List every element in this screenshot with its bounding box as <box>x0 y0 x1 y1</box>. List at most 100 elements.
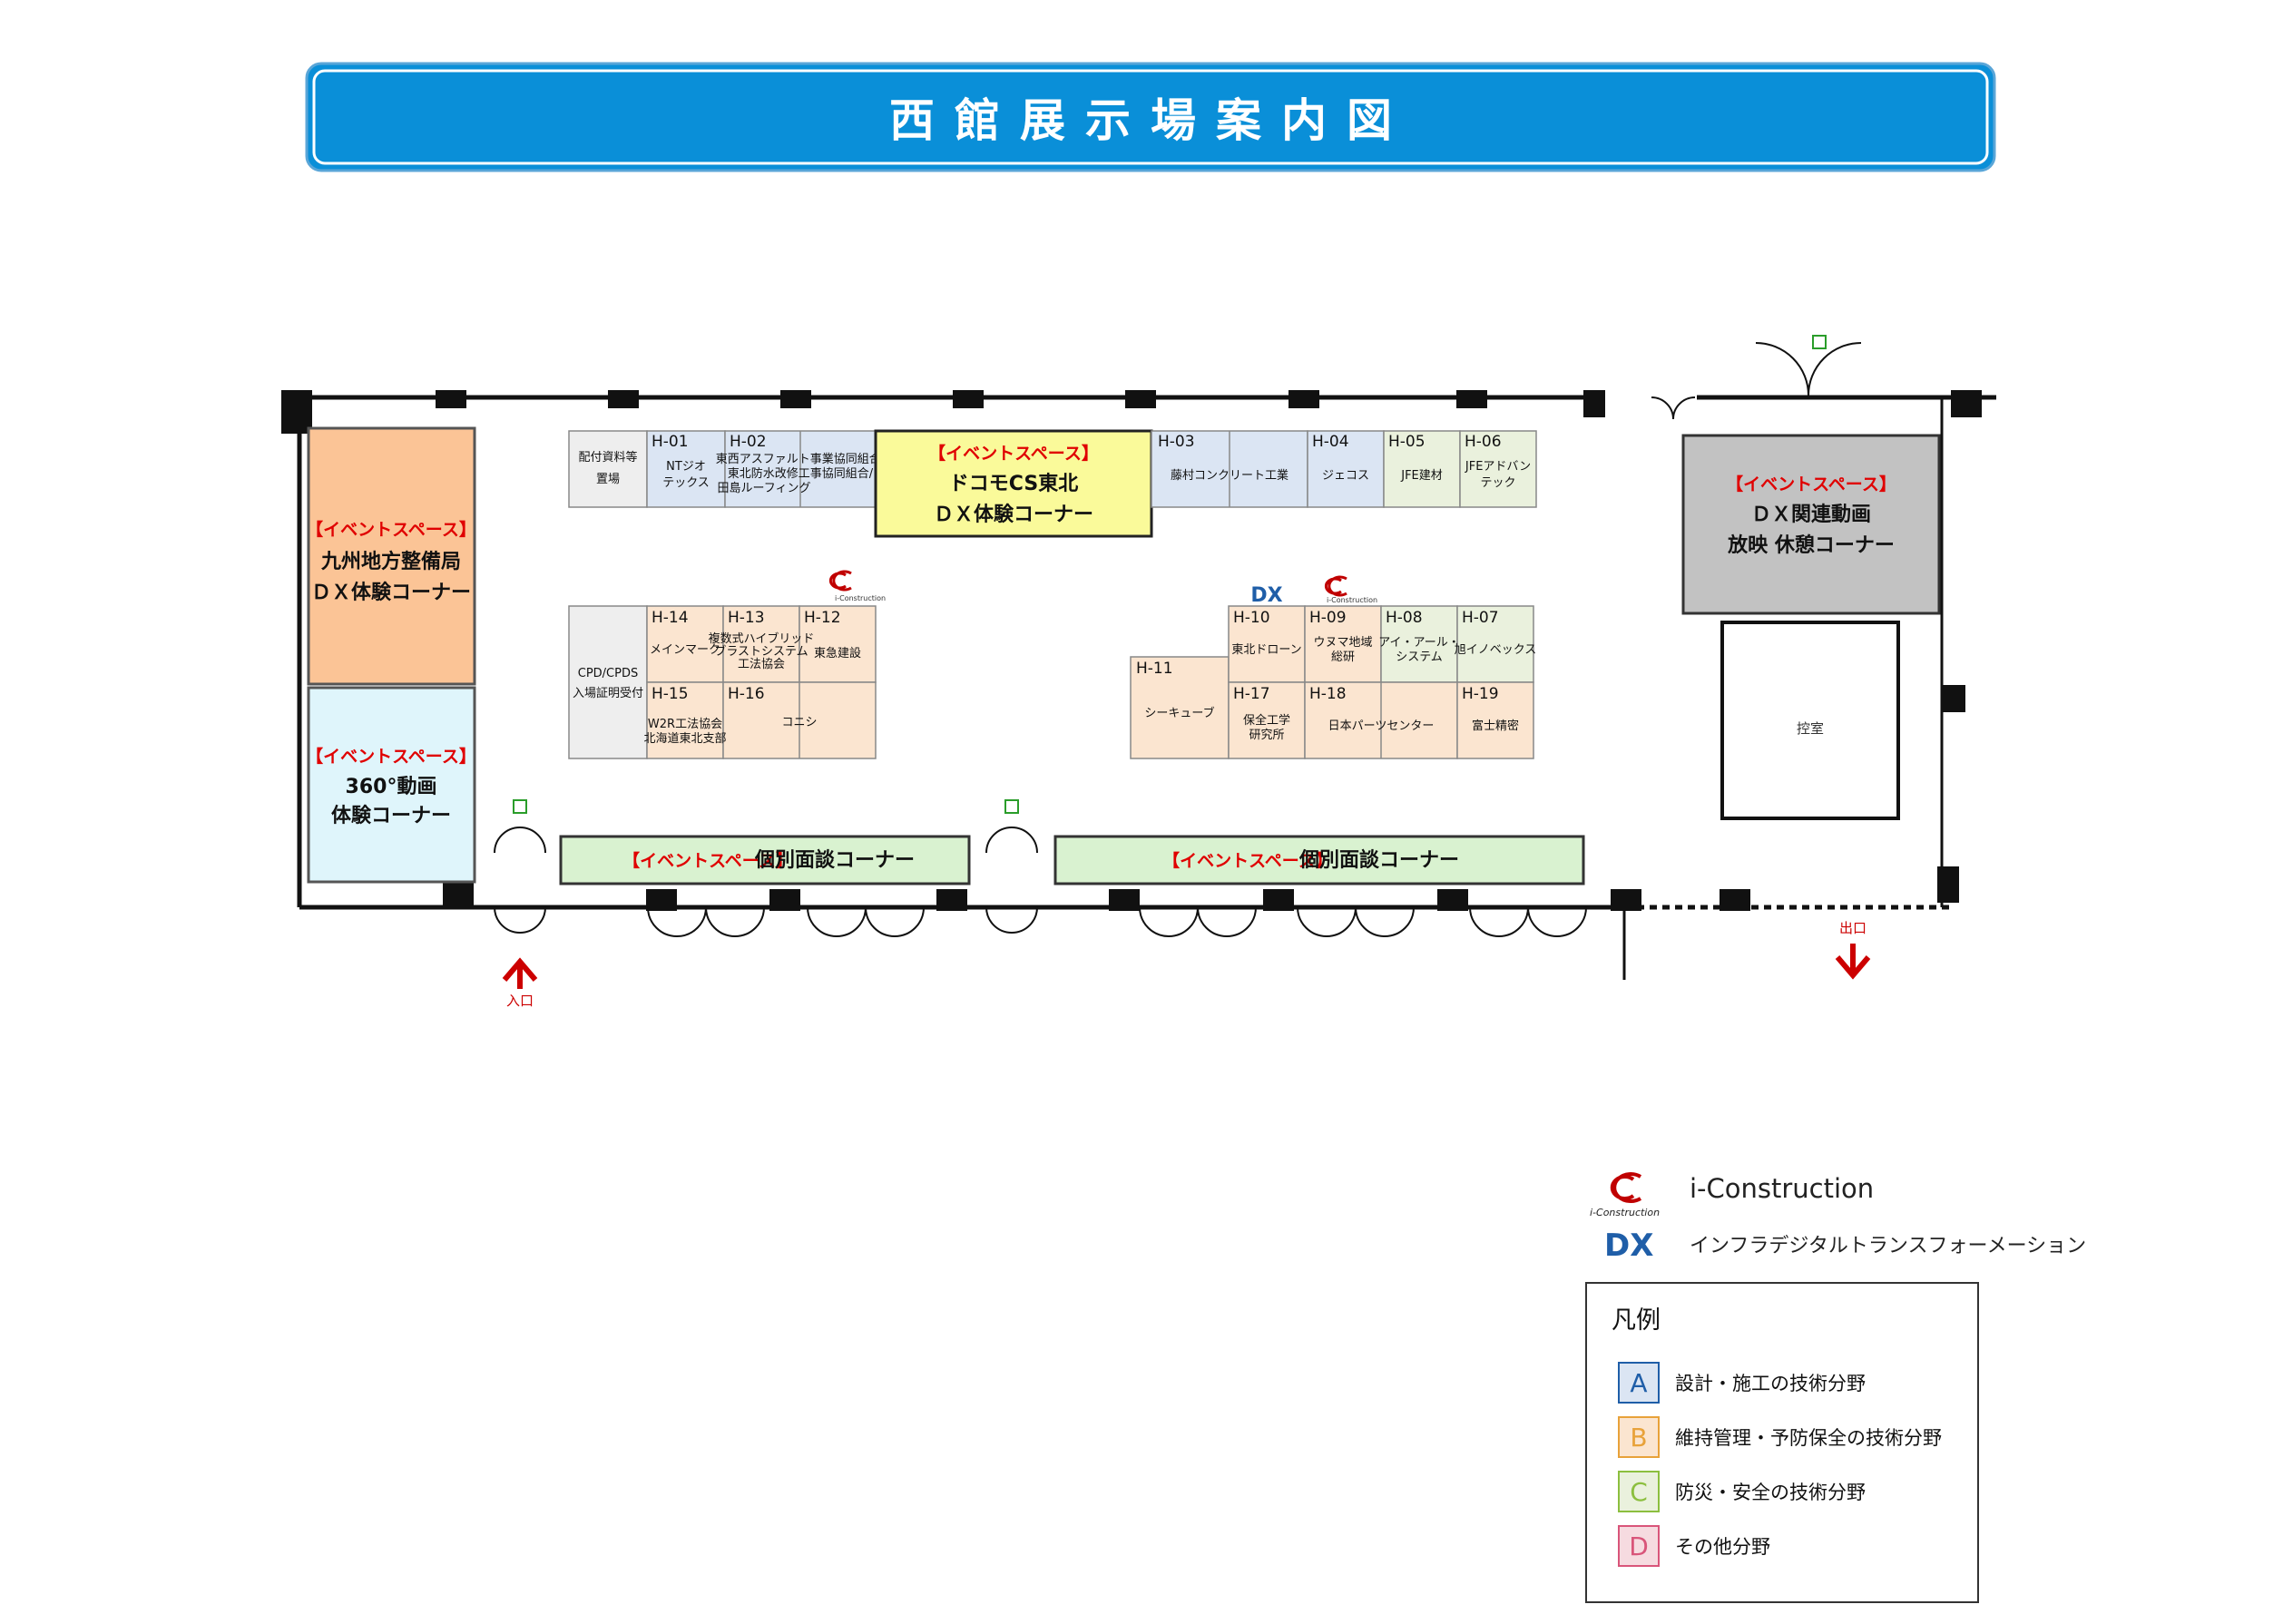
iconstruction-logo-icon <box>1610 1172 1642 1203</box>
iconstruction-mark-right: i-Construction <box>1324 575 1377 604</box>
legend-label-c: 防災・安全の技術分野 <box>1675 1482 1866 1503</box>
booth-20-name: 富士精密 <box>1472 719 1519 733</box>
booth-17-name: 旭イノベックス <box>1455 643 1537 657</box>
key-dx-mark: DX <box>1604 1228 1653 1264</box>
booth-18-name-1: 保全工学 <box>1243 713 1290 728</box>
booth-2-id: H-02 <box>730 433 767 451</box>
event-kyushu-tag: 【イベントスペース】 <box>306 519 476 540</box>
booth-17 <box>1456 605 1534 683</box>
booth-16-name-2: システム <box>1396 651 1443 664</box>
event-dxvideo-tag: 【イベントスペース】 <box>1726 474 1896 494</box>
booth-8-id: H-14 <box>652 609 689 627</box>
booth-9-id: H-13 <box>728 609 765 627</box>
booth-group-middle-left <box>568 605 877 759</box>
door-swing <box>1469 906 1587 937</box>
column <box>1942 685 1965 712</box>
booth-10 <box>799 605 877 683</box>
door-swing <box>1651 396 1696 420</box>
event-interview-1: 【イベントスペース】 個別面談コーナー <box>559 835 971 885</box>
column <box>646 889 677 911</box>
legend-swatch-a <box>1618 1362 1660 1404</box>
booth-5-id: H-05 <box>1388 433 1426 451</box>
booth-group-middle-right <box>1130 605 1534 759</box>
booth-20 <box>1456 681 1534 759</box>
door-swing <box>494 827 546 854</box>
column <box>769 889 800 911</box>
booth-11-name-2: 北海道東北支部 <box>643 731 726 746</box>
legend: 凡例 A 設計・施工の技術分野 B 維持管理・予防保全の技術分野 C 防災・安全… <box>1585 1282 1979 1603</box>
control-room-label: 控室 <box>1797 720 1824 737</box>
column <box>1288 390 1319 408</box>
booth-8 <box>646 605 724 683</box>
column <box>1951 390 1982 417</box>
booth-4 <box>1307 430 1385 508</box>
key-iconstruction-label: i-Construction <box>1690 1173 1874 1204</box>
emergency-exit-sign-icon <box>1004 799 1019 814</box>
booth-13-id: H-11 <box>1136 660 1173 678</box>
booth-7-name-1: CPD/CPDS <box>578 667 639 680</box>
booth-16 <box>1380 605 1458 683</box>
column <box>1437 889 1468 911</box>
booth-14-id: H-10 <box>1233 609 1270 627</box>
booth-4-name: ジェコス <box>1322 469 1369 483</box>
booth-2-name-3: 田島ルーフィング <box>718 482 811 495</box>
event-vr360-line-2: 体験コーナー <box>331 805 451 827</box>
iconstruction-logo-icon <box>1324 575 1347 597</box>
column <box>1583 390 1605 417</box>
booth-15-name-2: 総研 <box>1331 651 1355 664</box>
booth-6-name-1: JFEアドバン <box>1465 460 1531 474</box>
booth-20-id: H-19 <box>1462 685 1499 703</box>
column <box>1937 866 1959 903</box>
column <box>608 390 639 408</box>
event-vr360-line-1: 360°動画 <box>346 776 437 798</box>
event-interview-1-label: 個別面談コーナー <box>754 848 915 872</box>
column <box>1263 889 1294 911</box>
door-swing <box>1755 342 1862 396</box>
booth-6 <box>1459 430 1537 508</box>
door-swing <box>985 906 1038 934</box>
booth-texts-top-left: 配付資料等 置場 H-01 NTジオ テックス H-02 東西アスファルト事業協… <box>578 433 885 495</box>
event-docomo-line-1: ドコモCS東北 <box>949 473 1078 495</box>
key-iconstruction: i-Construction i-Construction <box>1590 1172 1874 1218</box>
booth-1-id: H-01 <box>652 433 689 451</box>
iconstruction-mark-right-label: i-Construction <box>1327 596 1377 604</box>
key-dx-label: インフラデジタルトランスフォーメーション <box>1690 1235 2086 1257</box>
event-dxvideo: 【イベントスペース】 ＤＸ関連動画 放映 休憩コーナー <box>1681 434 1941 615</box>
booth-1-name-1: NTジオ <box>666 460 706 474</box>
column <box>443 882 474 909</box>
legend-label-d: その他分野 <box>1675 1536 1770 1558</box>
booth-2-name-1: 東西アスファルト事業協同組合/ <box>716 452 886 466</box>
door-swing <box>985 827 1038 854</box>
legend-letter-c: C <box>1630 1477 1648 1507</box>
booth-texts-middle-left: CPD/CPDS 入場証明受付 H-14 メインマーク H-13 複数式ハイブリ… <box>573 609 861 746</box>
legend-swatch-d <box>1618 1525 1660 1567</box>
booth-group-top-right <box>1151 430 1537 508</box>
booth-13 <box>1130 656 1230 759</box>
legend-swatch-c <box>1618 1471 1660 1512</box>
booth-9-name-1: 複数式ハイブリッド <box>709 631 815 646</box>
booth-17-id: H-07 <box>1462 609 1499 627</box>
booth-0 <box>568 430 648 508</box>
booth-7 <box>568 605 648 759</box>
legend-label-b: 維持管理・予防保全の技術分野 <box>1675 1427 1942 1449</box>
booth-18 <box>1228 681 1306 759</box>
booth-13-name: シーキューブ <box>1144 706 1214 720</box>
page-title: 西館展示場案内図 <box>889 94 1412 147</box>
column <box>1109 889 1140 911</box>
booth-7-name-2: 入場証明受付 <box>573 687 643 700</box>
booth-4-id: H-04 <box>1312 433 1349 451</box>
iconstruction-mark-left-label: i-Construction <box>835 594 886 602</box>
iconstruction-mark-left: i-Construction <box>828 570 886 602</box>
exit-label: 出口 <box>1839 920 1867 936</box>
column <box>1456 390 1487 408</box>
booth-1-name-2: テックス <box>662 476 710 490</box>
event-dxvideo-line-2: 放映 休憩コーナー <box>1727 533 1895 557</box>
booth-11-id: H-15 <box>652 685 689 703</box>
booth-14-name: 東北ドローン <box>1231 642 1301 657</box>
entrance-label: 入口 <box>506 993 534 1009</box>
booth-15 <box>1304 605 1382 683</box>
event-kyushu-bg <box>307 426 476 686</box>
booth-8-name: メインマーク <box>650 643 720 657</box>
event-docomo: 【イベントスペース】 ドコモCS東北 ＤＸ体験コーナー <box>874 429 1153 538</box>
booth-18-id: H-17 <box>1233 685 1270 703</box>
